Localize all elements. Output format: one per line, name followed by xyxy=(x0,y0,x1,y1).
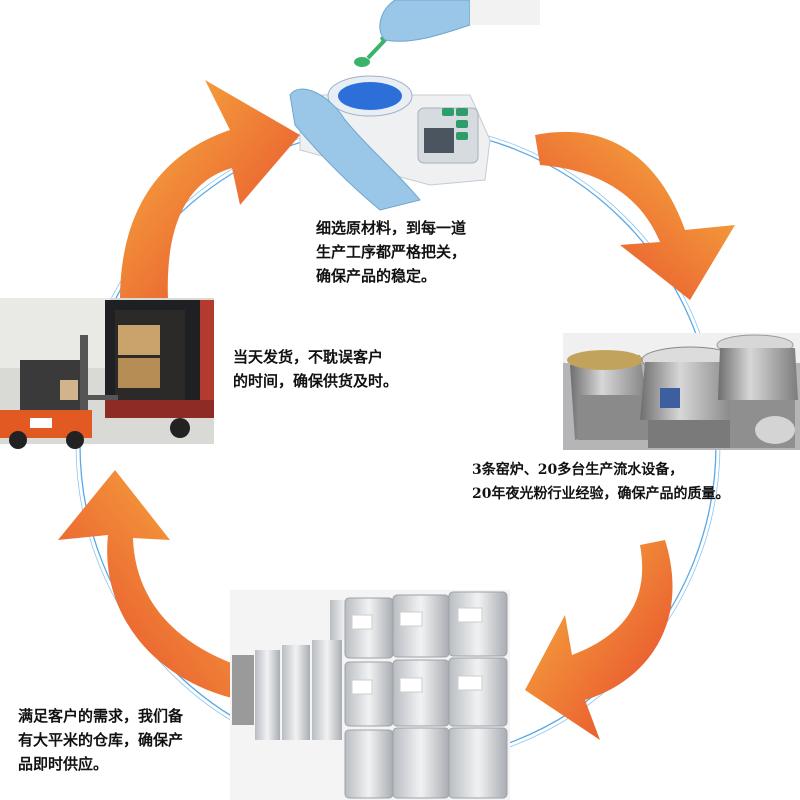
production-equipment-photo xyxy=(563,333,800,450)
arrow-bottom-right xyxy=(525,540,673,740)
caption-warehouse: 满足客户的需求，我们备 有大平米的仓库，确保产 品即时供应。 xyxy=(18,707,184,773)
caption-production-equipment: 3条窑炉、20多台生产流水设备， 20年夜光粉行业经验，确保产品的质量。 xyxy=(472,462,730,502)
caption-raw-materials: 细选原材料，到每一道 生产工序都严格把关， 确保产品的稳定。 xyxy=(316,219,467,285)
arrow-bottom-left xyxy=(58,470,245,700)
forklift-truck-photo xyxy=(0,298,214,449)
warehouse-buckets-photo xyxy=(230,590,510,800)
arrow-top-right xyxy=(535,131,735,300)
caption-same-day-shipping: 当天发货，不耽误客户 的时间，确保供货及时。 xyxy=(233,348,399,390)
arrow-top-left xyxy=(120,80,300,300)
lab-scale-photo xyxy=(289,0,540,211)
